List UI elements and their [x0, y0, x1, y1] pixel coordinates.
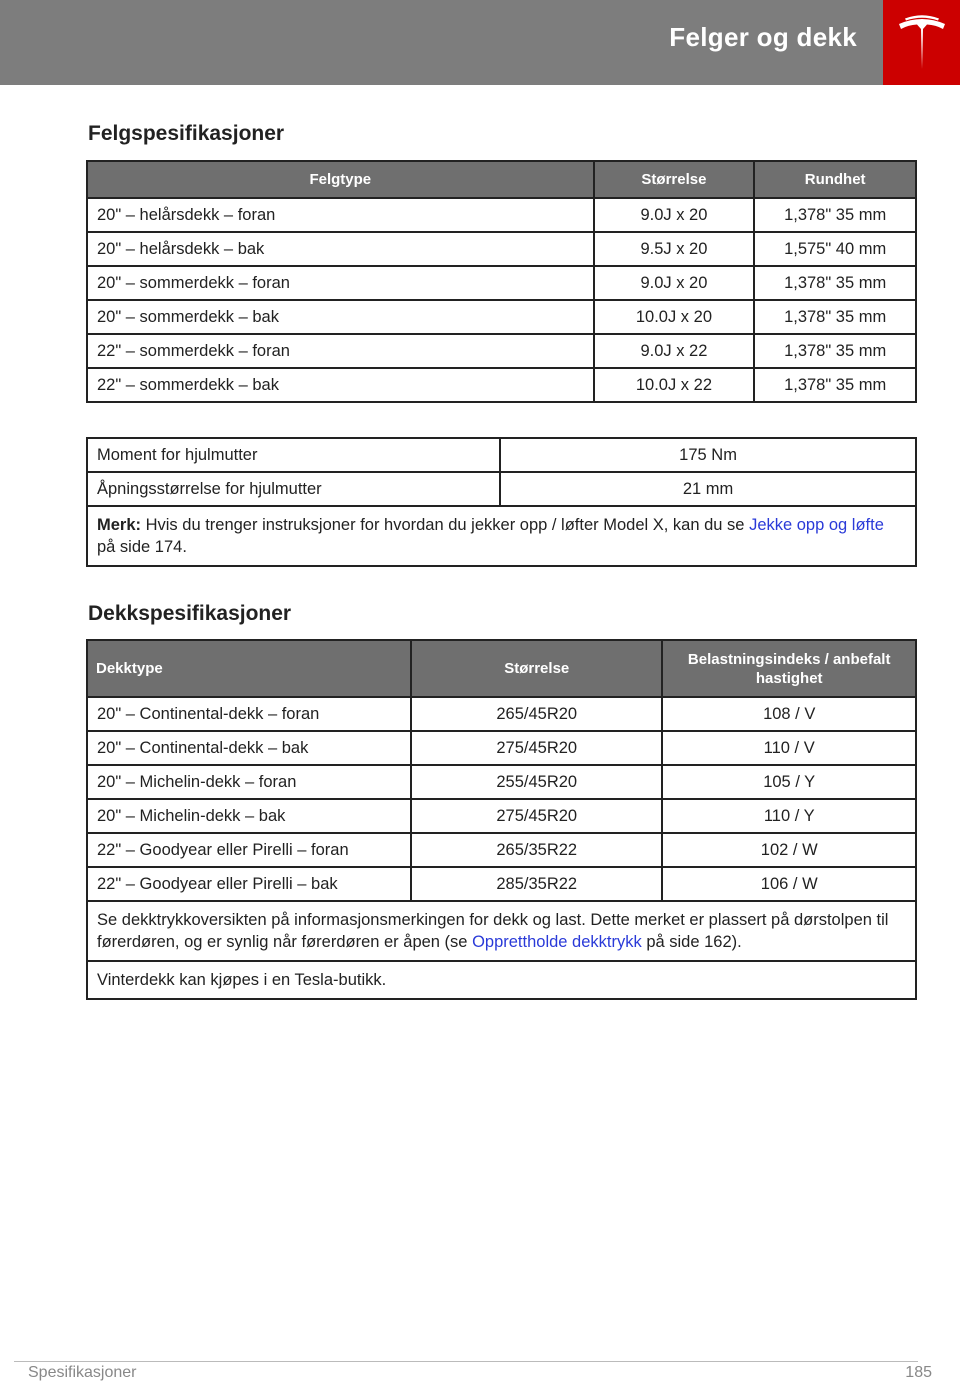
- rim-size-cell: 10.0J x 22: [592, 367, 756, 403]
- table-row: 20" – sommerdekk – foran 9.0J x 20 1,378…: [86, 265, 917, 301]
- winter-tire-note: Vinterdekk kan kjøpes i en Tesla-butikk.: [86, 960, 917, 1000]
- tire-load-cell: 105 / Y: [661, 764, 917, 800]
- table-row: 20" – Continental-dekk – foran 265/45R20…: [85, 696, 917, 732]
- table-row: 22" – Goodyear eller Pirelli – foran 265…: [85, 832, 917, 868]
- rim-offset-cell: 1,378" 35 mm: [753, 333, 917, 369]
- lug-label-cell: Åpningsstørrelse for hjulmutter: [85, 471, 502, 507]
- rim-offset-cell: 1,575" 40 mm: [753, 231, 917, 267]
- lug-value-cell: 175 Nm: [499, 437, 917, 473]
- tire-load-cell: 110 / Y: [661, 798, 917, 834]
- tire-type-cell: 20" – Continental-dekk – foran: [85, 696, 413, 732]
- tire-load-cell: 102 / W: [661, 832, 917, 868]
- note-row: Merk: Hvis du trenger instruksjoner for …: [86, 505, 917, 567]
- column-header: Rundhet: [753, 160, 917, 199]
- table-row: 22" – sommerdekk – bak 10.0J x 22 1,378"…: [86, 367, 917, 403]
- tire-size-cell: 285/35R22: [410, 866, 664, 902]
- rim-offset-cell: 1,378" 35 mm: [753, 265, 917, 301]
- tire-type-cell: 20" – Michelin-dekk – foran: [85, 764, 413, 800]
- tire-load-cell: 108 / V: [661, 696, 917, 732]
- note-row: Se dekktrykkoversikten på informasjonsme…: [86, 900, 917, 962]
- rim-type-cell: 22" – sommerdekk – foran: [86, 333, 595, 369]
- rim-type-cell: 20" – helårsdekk – foran: [86, 197, 595, 233]
- rims-header-row: Felgtype Størrelse Rundhet: [86, 160, 917, 199]
- column-header: Dekktype: [85, 639, 413, 698]
- note-suffix: på side 162).: [641, 933, 742, 951]
- footer-section: Spesifikasjoner: [28, 1364, 137, 1381]
- column-header: Felgtype: [86, 160, 595, 199]
- table-row: 20" – Michelin-dekk – bak 275/45R20 110 …: [85, 798, 917, 834]
- rim-offset-cell: 1,378" 35 mm: [753, 197, 917, 233]
- table-row: 20" – Continental-dekk – bak 275/45R20 1…: [85, 730, 917, 766]
- table-row: 20" – helårsdekk – foran 9.0J x 20 1,378…: [86, 197, 917, 233]
- rim-size-cell: 10.0J x 20: [592, 299, 756, 335]
- tire-load-cell: 106 / W: [661, 866, 917, 902]
- table-row: Moment for hjulmutter 175 Nm: [85, 437, 917, 473]
- tire-size-cell: 265/35R22: [410, 832, 664, 868]
- tire-load-cell: 110 / V: [661, 730, 917, 766]
- column-header: Størrelse: [410, 639, 664, 698]
- table-row: 22" – Goodyear eller Pirelli – bak 285/3…: [85, 866, 917, 902]
- footer-divider: [14, 1361, 918, 1362]
- column-header: Størrelse: [592, 160, 756, 199]
- tire-type-cell: 20" – Continental-dekk – bak: [85, 730, 413, 766]
- rim-size-cell: 9.0J x 20: [592, 265, 756, 301]
- rim-offset-cell: 1,378" 35 mm: [753, 299, 917, 335]
- tire-size-cell: 255/45R20: [410, 764, 664, 800]
- rims-table: Felgtype Størrelse Rundhet 20" – helårsd…: [86, 160, 917, 403]
- rim-type-cell: 20" – sommerdekk – foran: [86, 265, 595, 301]
- tire-type-cell: 20" – Michelin-dekk – bak: [85, 798, 413, 834]
- page-number: 185: [905, 1364, 932, 1381]
- table-row: 20" – Michelin-dekk – foran 255/45R20 10…: [85, 764, 917, 800]
- rim-offset-cell: 1,378" 35 mm: [753, 367, 917, 403]
- tire-pressure-note: Se dekktrykkoversikten på informasjonsme…: [86, 900, 917, 962]
- tire-size-cell: 275/45R20: [410, 798, 664, 834]
- rim-type-cell: 20" – sommerdekk – bak: [86, 299, 595, 335]
- page-title: Felger og dekk: [669, 22, 857, 52]
- tire-pressure-link[interactable]: Opprettholde dekktrykk: [472, 933, 642, 951]
- rims-section-title: Felgspesifikasjoner: [88, 122, 285, 145]
- note-cell: Merk: Hvis du trenger instruksjoner for …: [86, 505, 917, 567]
- rim-size-cell: 9.0J x 22: [592, 333, 756, 369]
- rim-type-cell: 22" – sommerdekk – bak: [86, 367, 595, 403]
- jacking-link[interactable]: Jekke opp og løfte: [749, 516, 884, 534]
- table-row: 20" – sommerdekk – bak 10.0J x 20 1,378"…: [86, 299, 917, 335]
- rim-size-cell: 9.5J x 20: [592, 231, 756, 267]
- rim-size-cell: 9.0J x 20: [592, 197, 756, 233]
- tires-section-title: Dekkspesifikasjoner: [88, 602, 292, 625]
- rim-type-cell: 20" – helårsdekk – bak: [86, 231, 595, 267]
- table-row: 22" – sommerdekk – foran 9.0J x 22 1,378…: [86, 333, 917, 369]
- note-suffix: på side 174.: [97, 538, 187, 556]
- tesla-logo-icon: [898, 14, 945, 69]
- lug-value-cell: 21 mm: [499, 471, 917, 507]
- header-bar: Felger og dekk: [0, 0, 883, 85]
- tires-table: Dekktype Størrelse Belastningsindeks / a…: [85, 639, 917, 1000]
- note-text: Se dekktrykkoversikten på informasjonsme…: [97, 911, 889, 951]
- tire-type-cell: 22" – Goodyear eller Pirelli – foran: [85, 832, 413, 868]
- note-label: Merk:: [97, 516, 142, 534]
- tire-size-cell: 275/45R20: [410, 730, 664, 766]
- table-row: 20" – helårsdekk – bak 9.5J x 20 1,575" …: [86, 231, 917, 267]
- note-text: Hvis du trenger instruksjoner for hvorda…: [141, 516, 750, 534]
- lug-label-cell: Moment for hjulmutter: [85, 437, 502, 473]
- lug-nut-table: Moment for hjulmutter 175 Nm Åpningsstør…: [85, 437, 917, 567]
- tire-size-cell: 265/45R20: [410, 696, 664, 732]
- tire-type-cell: 22" – Goodyear eller Pirelli – bak: [85, 866, 413, 902]
- column-header: Belastningsindeks / anbefalt hastighet: [661, 639, 917, 698]
- tesla-logo: [883, 0, 960, 85]
- table-row: Åpningsstørrelse for hjulmutter 21 mm: [85, 471, 917, 507]
- note-row: Vinterdekk kan kjøpes i en Tesla-butikk.: [86, 960, 917, 1000]
- tires-header-row: Dekktype Størrelse Belastningsindeks / a…: [85, 639, 917, 698]
